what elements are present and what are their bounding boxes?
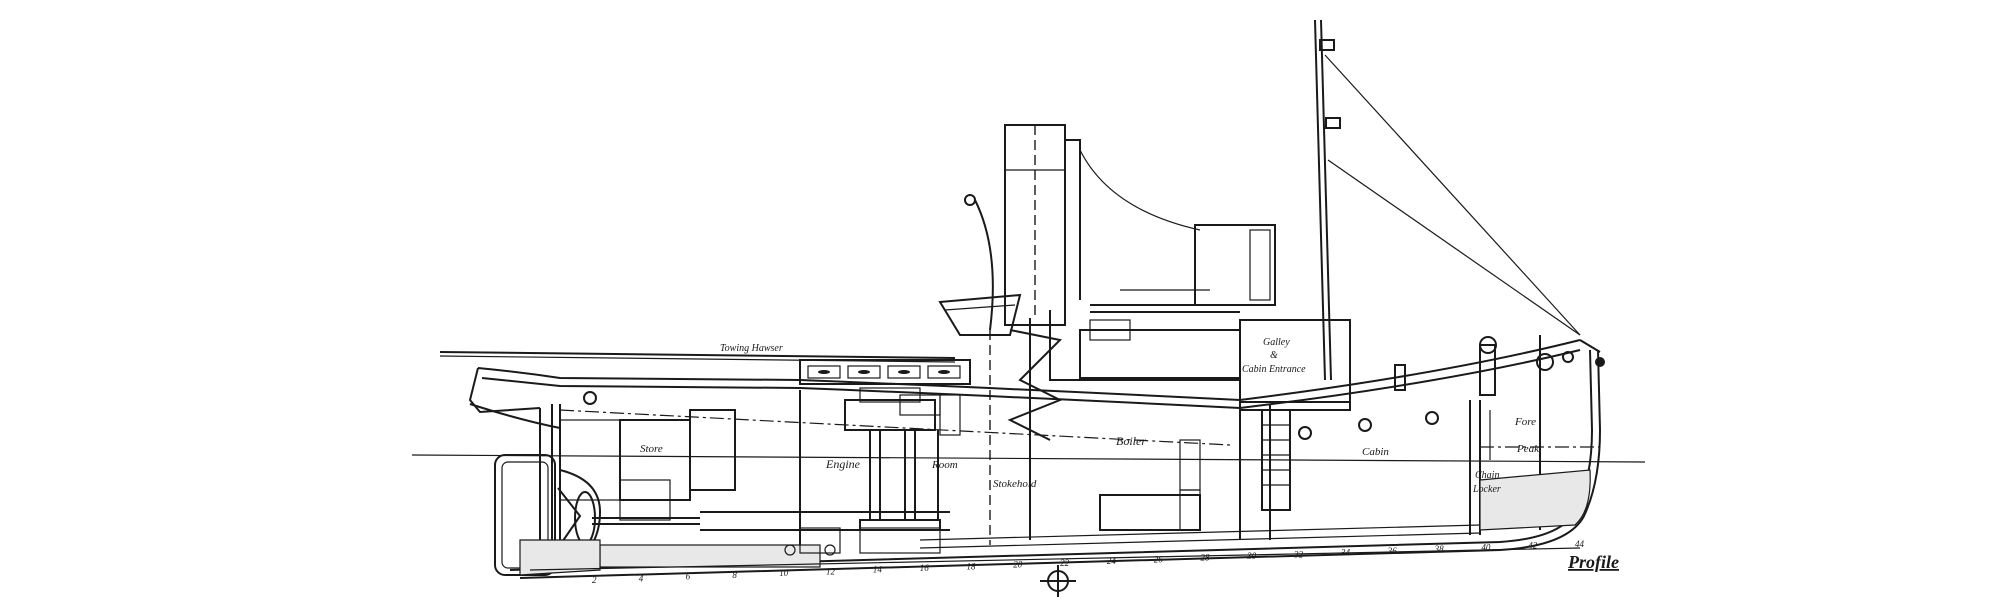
label-locker: Locker: [1472, 484, 1501, 495]
label-cabin-entrance: Cabin Entrance: [1242, 364, 1306, 375]
ladder: [1261, 409, 1291, 511]
label-fore: Fore: [1514, 416, 1536, 428]
frame-number: 40: [1481, 542, 1491, 552]
frame-number: 18: [967, 561, 977, 571]
frame-number: 36: [1387, 546, 1398, 556]
label-towing-hawser: Towing Hawser: [720, 343, 783, 354]
label-cabin: Cabin: [1362, 446, 1389, 458]
frame-number: 30: [1246, 551, 1257, 561]
frame-number: 42: [1528, 541, 1538, 551]
portholes: [583, 391, 1439, 440]
frame-number: 32: [1293, 549, 1304, 559]
label-amp: &: [1270, 350, 1278, 361]
waterline: [411, 454, 1646, 463]
frame-number: 20: [1013, 560, 1023, 570]
label-chain: Chain: [1475, 470, 1499, 481]
frame-number: 4: [639, 573, 644, 583]
towing-hawser-line: [439, 351, 956, 359]
frame-number: 8: [732, 570, 737, 580]
skylights: [799, 359, 971, 385]
galley-house: [1239, 319, 1351, 411]
davit: [974, 199, 994, 331]
label-stokehold: Stokehold: [993, 478, 1037, 490]
engine: [844, 387, 961, 531]
frame-number: 16: [920, 563, 930, 573]
funnel: [1004, 124, 1081, 326]
frame-number: 26: [1154, 554, 1164, 564]
wheelhouse: [1090, 224, 1276, 313]
drawing-title: Profile: [1567, 552, 1619, 572]
frame-number: 24: [1107, 556, 1117, 566]
label-galley: Galley: [1263, 337, 1290, 348]
frame-number: 38: [1434, 544, 1445, 554]
label-peak: Peak: [1516, 443, 1540, 455]
frame-number: 6: [686, 572, 691, 582]
boat: [938, 293, 1022, 336]
label-store: Store: [640, 443, 663, 455]
frame-number: 22: [1060, 558, 1070, 568]
frame-number: 2: [592, 575, 597, 585]
forestay: [1324, 54, 1581, 336]
label-room: Room: [931, 459, 958, 471]
frame-number: 10: [779, 568, 789, 578]
label-engine: Engine: [825, 457, 861, 471]
frame-number: 12: [826, 566, 836, 576]
label-boiler: Boiler: [1116, 434, 1146, 448]
frame-number: 28: [1201, 553, 1211, 563]
compass-icon: [1040, 565, 1076, 597]
frame-number: 14: [873, 565, 883, 575]
frame-number: 34: [1340, 548, 1351, 558]
mast: [1314, 19, 1341, 381]
frame-number: 44: [1575, 539, 1585, 549]
